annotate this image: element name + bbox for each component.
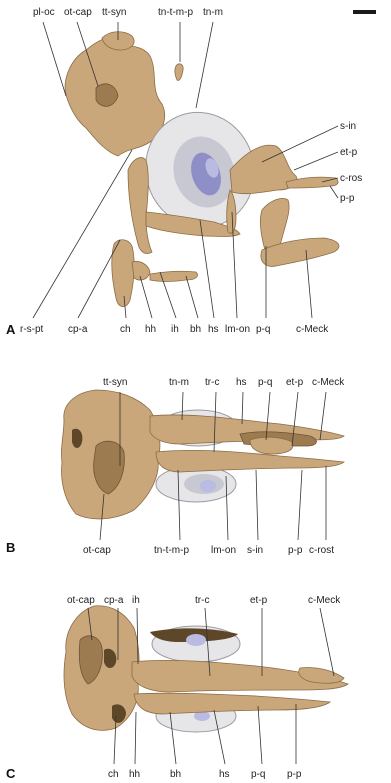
label-a-bh: bh [190, 324, 201, 335]
label-c-c-meck: c-Meck [308, 595, 341, 606]
skull-c [64, 606, 139, 731]
label-c-p-q: p-q [251, 769, 265, 780]
label-a-ch: ch [120, 324, 131, 335]
label-b-p-q: p-q [258, 377, 272, 388]
label-a-pl-oc: pl-oc [33, 7, 55, 18]
panel-b: tt-syn tn-m tr-c hs p-q et-p c-Meck ot-c… [6, 377, 345, 556]
label-a-c-ros: c-ros [340, 173, 362, 184]
label-b-c-rost: c-rost [309, 545, 334, 556]
label-b-c-meck: c-Meck [312, 377, 345, 388]
panel-letter-a: A [6, 322, 16, 337]
label-a-cp-a: cp-a [68, 324, 88, 335]
label-c-tr-c: tr-c [195, 595, 209, 606]
label-a-hh: hh [145, 324, 156, 335]
scale-bar [353, 10, 376, 14]
label-a-p-q: p-q [256, 324, 270, 335]
hypohyal-a [132, 261, 150, 280]
label-b-et-p: et-p [286, 377, 304, 388]
label-c-ih: ih [132, 595, 140, 606]
label-c-et-p: et-p [250, 595, 268, 606]
label-b-s-in: s-in [247, 545, 263, 556]
label-c-p-p: p-p [287, 769, 302, 780]
panel-letter-c: C [6, 766, 16, 781]
panel-c: ot-cap cp-a ih tr-c et-p c-Meck ch hh bh… [6, 595, 348, 781]
label-c-hs: hs [219, 769, 230, 780]
label-a-c-meck: c-Meck [296, 324, 329, 335]
label-b-hs: hs [236, 377, 247, 388]
label-c-ot-cap: ot-cap [67, 595, 95, 606]
label-b-tn-t-m-p: tn-t-m-p [154, 545, 189, 556]
label-a-tn-m: tn-m [203, 7, 223, 18]
label-a-lm-on: lm-on [225, 324, 250, 335]
middle-bar-b [156, 450, 344, 472]
label-a-ot-cap: ot-cap [64, 7, 92, 18]
panel-letter-b: B [6, 540, 15, 555]
label-a-et-p: et-p [340, 147, 358, 158]
label-b-p-p: p-p [288, 545, 303, 556]
label-c-ch: ch [108, 769, 119, 780]
label-b-tt-syn: tt-syn [103, 377, 127, 388]
label-a-tt-syn: tt-syn [102, 7, 126, 18]
basihyal-a [150, 271, 198, 281]
lower-bar-c [134, 693, 330, 714]
label-b-tn-m: tn-m [169, 377, 189, 388]
label-a-ih: ih [171, 324, 179, 335]
label-a-hs: hs [208, 324, 219, 335]
label-a-tn-t-m-p: tn-t-m-p [158, 7, 193, 18]
label-b-lm-on: lm-on [211, 545, 236, 556]
label-a-r-s-pt: r-s-pt [20, 324, 44, 335]
label-c-bh: bh [170, 769, 181, 780]
panel-a: pl-oc ot-cap tt-syn tn-t-m-p tn-m s-in e… [6, 7, 362, 337]
label-a-p-p: p-p [340, 193, 355, 204]
tn-t-m-p-fragment-a [175, 64, 183, 80]
label-c-cp-a: cp-a [104, 595, 124, 606]
palatoquadrate-b [250, 437, 293, 454]
label-c-hh: hh [129, 769, 140, 780]
eye-c-upper [150, 626, 240, 662]
label-b-ot-cap: ot-cap [83, 545, 111, 556]
label-b-tr-c: tr-c [205, 377, 219, 388]
label-a-s-in: s-in [340, 121, 356, 132]
